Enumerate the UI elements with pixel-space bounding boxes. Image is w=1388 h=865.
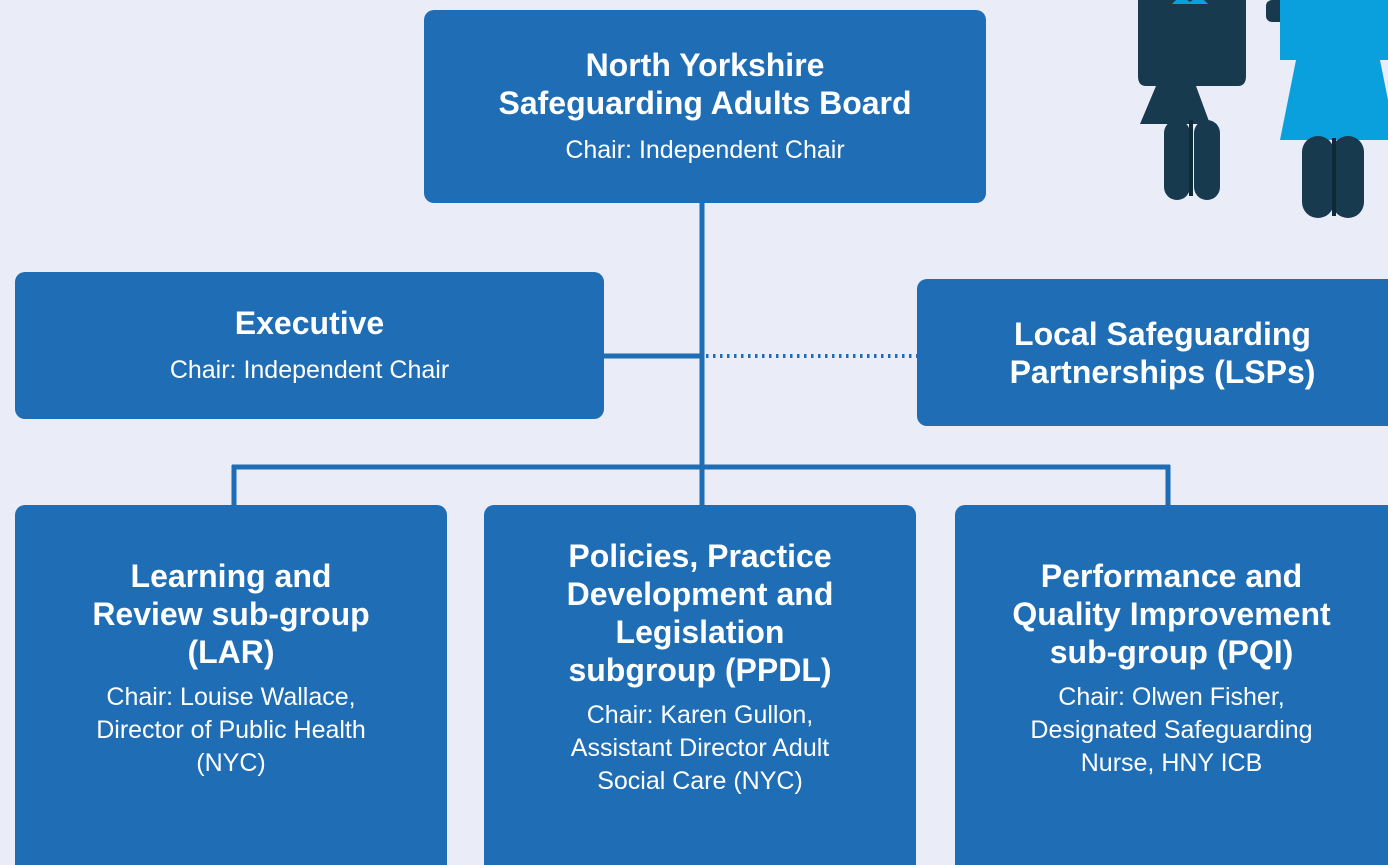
ppdl-chair-line-1: Chair: Karen Gullon, bbox=[586, 701, 814, 729]
lar-title: Learning and Review sub-group (LAR) bbox=[92, 557, 369, 671]
lar-title-line-1: Learning and bbox=[130, 558, 332, 594]
board-box: North Yorkshire Safeguarding Adults Boar… bbox=[424, 10, 986, 203]
pqi-chair-line-2: Designated Safeguarding bbox=[1030, 716, 1313, 744]
lsp-title: Local Safeguarding Partnerships (LSPs) bbox=[1010, 315, 1316, 391]
ppdl-chair: Chair: Karen Gullon, Assistant Director … bbox=[571, 699, 829, 798]
board-chair: Chair: Independent Chair bbox=[565, 136, 845, 164]
board-title: North Yorkshire Safeguarding Adults Boar… bbox=[498, 46, 911, 122]
pqi-title-line-1: Performance and bbox=[1040, 558, 1303, 594]
lar-chair: Chair: Louise Wallace, Director of Publi… bbox=[96, 681, 366, 780]
ppdl-chair-line-3: Social Care (NYC) bbox=[597, 767, 803, 795]
lar-box: Learning and Review sub-group (LAR) Chai… bbox=[15, 505, 447, 865]
board-title-line-2: Safeguarding Adults Board bbox=[498, 85, 912, 121]
lar-title-line-3: (LAR) bbox=[187, 634, 275, 670]
ppdl-title-line-1: Policies, Practice bbox=[568, 538, 832, 574]
pqi-chair-line-1: Chair: Olwen Fisher, bbox=[1058, 683, 1285, 711]
dark-figure-icon bbox=[1138, 0, 1246, 200]
ppdl-box: Policies, Practice Development and Legis… bbox=[484, 505, 916, 865]
executive-chair: Chair: Independent Chair bbox=[169, 356, 450, 384]
lar-chair-line-3: (NYC) bbox=[196, 749, 266, 777]
board-title-line-1: North Yorkshire bbox=[585, 47, 825, 83]
lsp-title-line-1: Local Safeguarding bbox=[1014, 315, 1311, 352]
lar-title-line-2: Review sub-group bbox=[92, 596, 370, 632]
pqi-title-line-3: sub-group (PQI) bbox=[1049, 634, 1294, 670]
ppdl-title-line-4: subgroup (PPDL) bbox=[568, 652, 832, 688]
lar-chair-line-2: Director of Public Health bbox=[96, 716, 366, 744]
people-illustration-icon bbox=[1138, 0, 1388, 218]
lsp-title-line-2: Partnerships (LSPs) bbox=[1009, 353, 1316, 390]
ppdl-title-line-3: Legislation bbox=[615, 614, 785, 650]
ppdl-chair-line-2: Assistant Director Adult bbox=[570, 734, 830, 762]
light-figure-icon bbox=[1266, 0, 1388, 218]
executive-box: Executive Chair: Independent Chair bbox=[15, 272, 604, 419]
pqi-chair: Chair: Olwen Fisher, Designated Safeguar… bbox=[1030, 681, 1312, 780]
lar-chair-line-1: Chair: Louise Wallace, bbox=[106, 683, 356, 711]
executive-title: Executive bbox=[234, 305, 385, 341]
ppdl-title: Policies, Practice Development and Legis… bbox=[567, 537, 834, 689]
pqi-box: Performance and Quality Improvement sub-… bbox=[955, 505, 1388, 865]
pqi-title: Performance and Quality Improvement sub-… bbox=[1012, 557, 1330, 671]
lsp-box: Local Safeguarding Partnerships (LSPs) bbox=[917, 279, 1388, 426]
ppdl-title-line-2: Development and bbox=[566, 576, 834, 612]
pqi-title-line-2: Quality Improvement bbox=[1012, 596, 1331, 632]
pqi-chair-line-3: Nurse, HNY ICB bbox=[1080, 749, 1263, 777]
